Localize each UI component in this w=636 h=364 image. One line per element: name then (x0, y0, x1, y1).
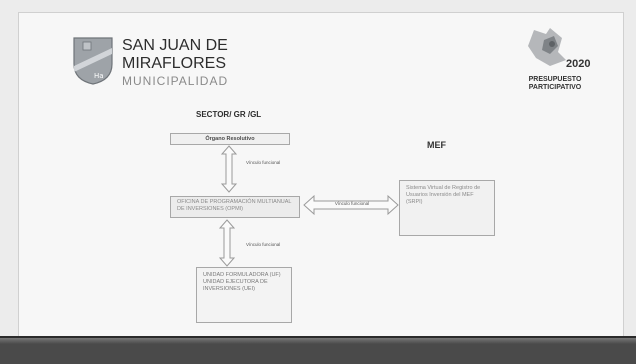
presupuesto-participativo-logo (528, 28, 566, 66)
budget-year: 2020 (566, 58, 591, 70)
mef-title: MEF (427, 140, 446, 150)
brand-text: SAN JUAN DE MIRAFLORES MUNICIPALIDAD (122, 37, 229, 88)
link-bottom-label: Vínculo funcional (246, 242, 281, 247)
link-middle-label: Vínculo funcional (334, 201, 370, 206)
organo-resolutivo-box: Órgano Resolutivo (170, 133, 290, 145)
footer-band (0, 336, 636, 364)
uf-uei-box: UNIDAD FORMULADORA (UF) UNIDAD EJECUTORA… (196, 267, 292, 323)
slide (18, 12, 624, 344)
horizontal-arrow (303, 194, 399, 216)
vertical-arrow-top (220, 145, 238, 193)
mef-system-box: Sistema Virtual de Registro de Usuarios … (399, 180, 495, 236)
svg-text:Ha: Ha (94, 72, 104, 80)
brand-line-1: SAN JUAN DE (122, 37, 228, 54)
brand-line-2: MIRAFLORES (122, 55, 227, 72)
municipal-shield-logo: Ha (73, 37, 113, 85)
link-top-label: Vínculo funcional (246, 160, 281, 165)
vertical-arrow-bottom (218, 219, 236, 267)
brand-line-3: MUNICIPALIDAD (122, 74, 229, 88)
sector-title: SECTOR/ GR /GL (196, 110, 262, 119)
budget-program-label: PRESUPUESTO PARTICIPATIVO (528, 76, 582, 91)
opmi-box: OFICINA DE PROGRAMACIÓN MULTIANUAL DE IN… (170, 196, 300, 218)
